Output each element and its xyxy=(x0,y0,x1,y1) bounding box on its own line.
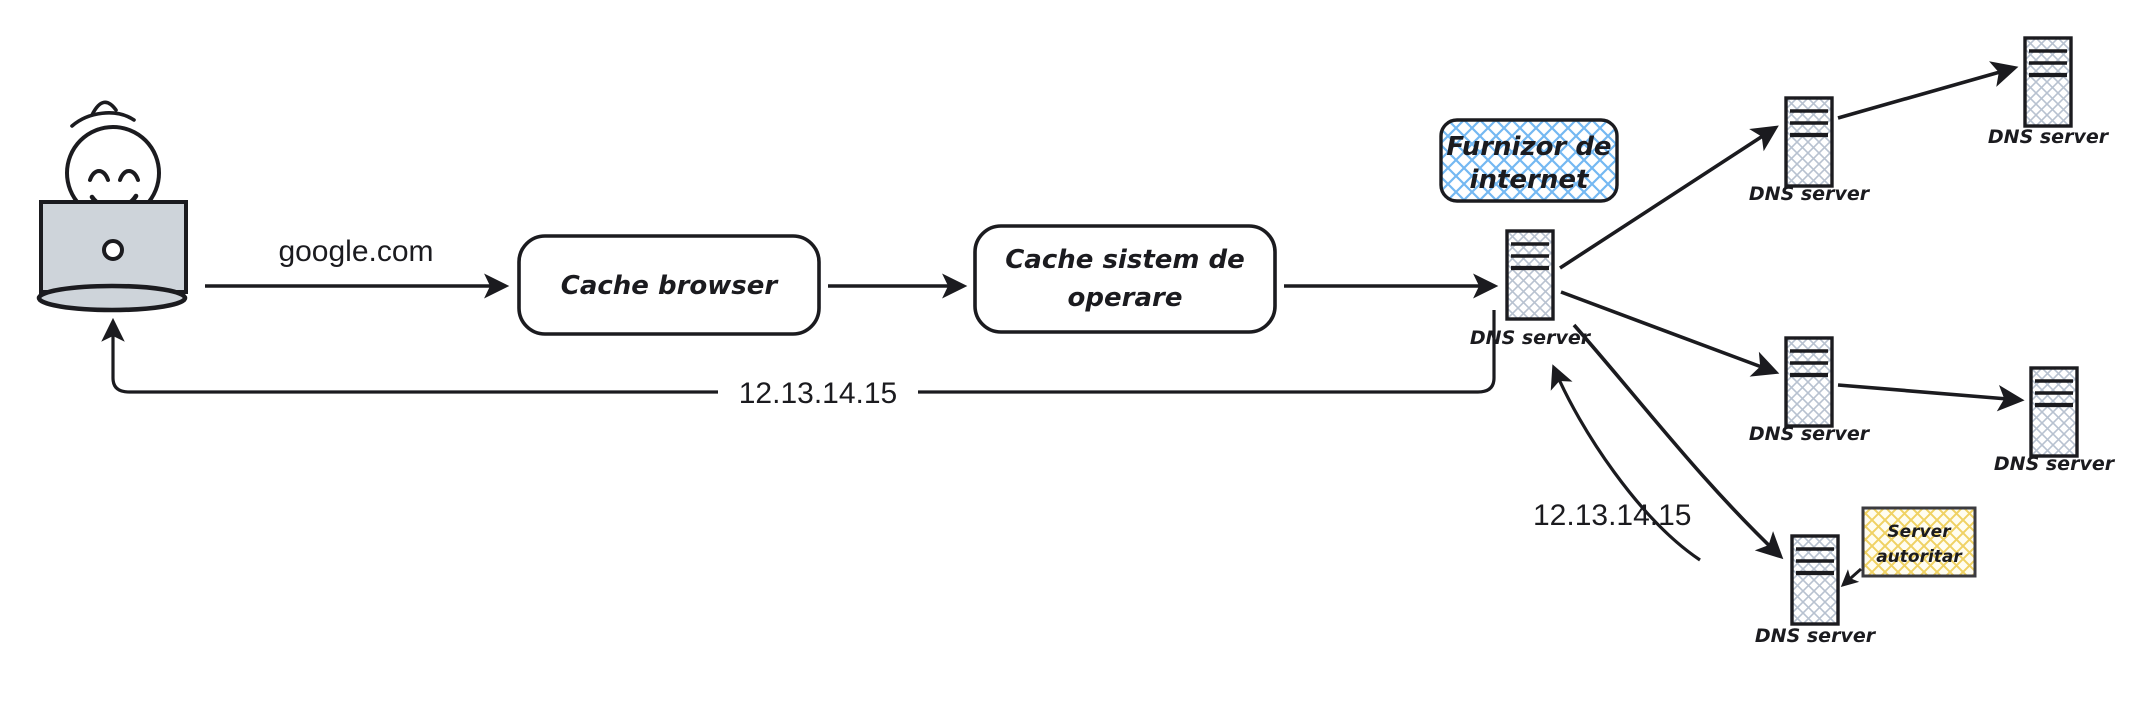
server-dns-auth-label: DNS server xyxy=(1755,625,1877,647)
server-dns-root-label: DNS server xyxy=(1749,183,1871,205)
node-cache-browser[interactable]: Cache browser xyxy=(517,234,821,336)
note-server-autoritar-label-line2: autoritar xyxy=(1876,547,1963,567)
note-server-autoritar[interactable]: Server autoritar xyxy=(1861,506,1977,578)
edge-note-to-dns-auth xyxy=(1840,567,1862,587)
server-dns-main-label: DNS server xyxy=(1470,327,1592,349)
server-dns-tld-top-label: DNS server xyxy=(1988,126,2110,148)
server-dns-auth[interactable]: DNS server xyxy=(1755,536,1877,647)
server-dns-root[interactable]: DNS server xyxy=(1749,98,1871,205)
edge-dns-main-to-dns-auth xyxy=(1572,323,1784,560)
server-dns-tld-top[interactable]: DNS server xyxy=(1988,38,2110,148)
edge-label-ip-right: 12.13.14.15 xyxy=(1533,499,1691,532)
server-dns-mid-label: DNS server xyxy=(1749,423,1871,445)
note-server-autoritar-label-line1: Server xyxy=(1887,522,1952,542)
edge-dns-main-to-dns-root xyxy=(1559,125,1779,270)
node-cache-os[interactable]: Cache sistem de operare xyxy=(973,224,1277,334)
node-isp-label-line1: Furnizor de xyxy=(1446,132,1611,162)
node-cache-os-label-line2: operare xyxy=(1068,283,1183,313)
edge-dns-main-to-dns-mid xyxy=(1560,290,1780,377)
node-cache-browser-label: Cache browser xyxy=(561,271,780,301)
node-isp[interactable]: Furnizor de internet xyxy=(1439,118,1619,203)
edge-dns-mid-to-dns-tld-mid xyxy=(1837,383,2025,412)
server-dns-mid[interactable]: DNS server xyxy=(1749,338,1871,445)
edge-label-google-com: google.com xyxy=(278,235,433,268)
edge-dns-root-to-dns-tld-top xyxy=(1837,61,2019,120)
node-cache-os-label-line1: Cache sistem de xyxy=(1005,245,1245,275)
label-backdrop xyxy=(718,368,918,416)
edge-dns-auth-to-dns-main xyxy=(1550,364,1701,562)
server-dns-tld-mid-label: DNS server xyxy=(1994,453,2116,475)
server-dns-tld-mid[interactable]: DNS server xyxy=(1994,368,2116,475)
server-dns-main[interactable]: DNS server xyxy=(1470,231,1592,349)
user-with-laptop xyxy=(36,100,188,313)
edge-label-ip-bottom: 12.13.14.15 xyxy=(739,377,897,410)
node-isp-label-line2: internet xyxy=(1470,165,1590,195)
